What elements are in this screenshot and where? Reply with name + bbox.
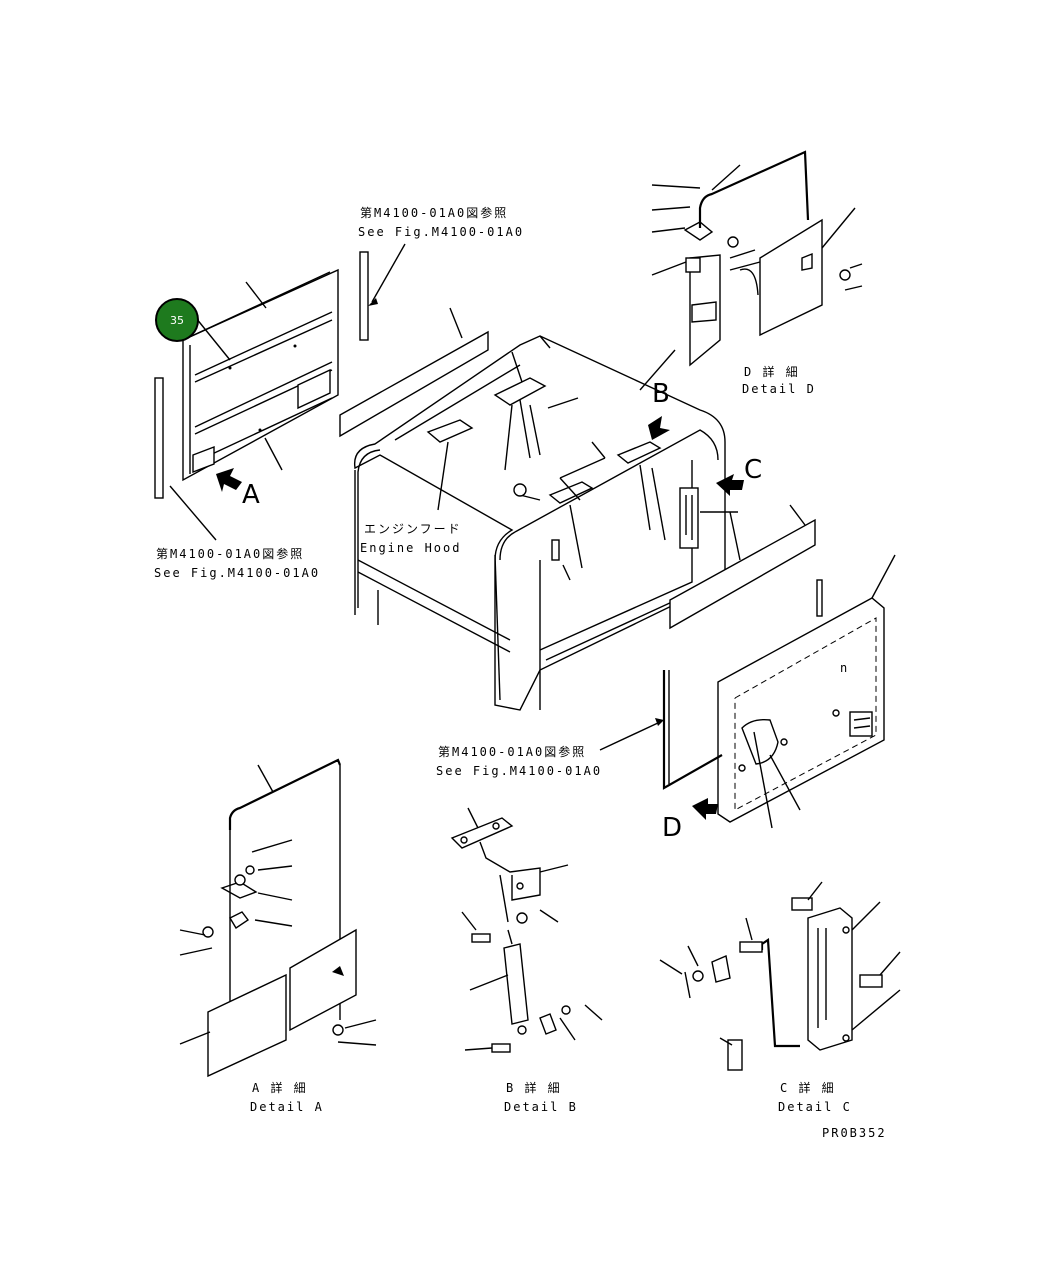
right-seal-strip (599, 579, 823, 790)
detail-d-label: D 詳 細 Detail D (742, 364, 816, 396)
left-side-panel (182, 268, 339, 482)
detail-c-drawing (659, 881, 901, 1071)
right-side-panel: n (717, 554, 896, 829)
callout-35[interactable]: 35 (155, 298, 199, 342)
ref-left-jp: 第M4100-01A0図参照 (156, 546, 304, 561)
detail-b-label: B 詳 細 Detail B (504, 1080, 578, 1114)
detail-c-label: C 詳 細 Detail C (778, 1080, 852, 1114)
detail-d-jp: D 詳 細 (744, 364, 800, 379)
ref-top-jp: 第M4100-01A0図参照 (360, 205, 508, 220)
detail-a-en: Detail A (250, 1100, 324, 1114)
view-label-a: A (242, 480, 260, 510)
hood-top-strip (339, 307, 489, 438)
reference-label-top: 第M4100-01A0図参照 See Fig.M4100-01A0 (358, 205, 524, 239)
detail-a-label: A 詳 細 Detail A (250, 1080, 324, 1114)
engine-hood-label: エンジンフード Engine Hood (360, 522, 462, 555)
ref-mid-en: See Fig.M4100-01A0 (436, 764, 602, 778)
view-arrow-c: C (716, 455, 762, 496)
view-arrow-a: A (216, 468, 260, 510)
reference-label-left: 第M4100-01A0図参照 See Fig.M4100-01A0 (154, 546, 320, 580)
top-seal-strip (359, 243, 406, 341)
view-label-c: C (744, 455, 762, 485)
ref-left-en: See Fig.M4100-01A0 (154, 566, 320, 580)
detail-b-jp: B 詳 細 (506, 1080, 562, 1095)
detail-c-jp: C 詳 細 (780, 1080, 836, 1095)
detail-c-en: Detail C (778, 1100, 852, 1114)
ref-top-en: See Fig.M4100-01A0 (358, 225, 524, 239)
detail-d-drawing (651, 150, 863, 367)
reference-label-middle: 第M4100-01A0図参照 See Fig.M4100-01A0 (436, 744, 602, 778)
detail-a-jp: A 詳 細 (252, 1080, 308, 1095)
view-arrow-d: D (662, 798, 718, 843)
latch-c (679, 487, 741, 561)
view-label-d: D (662, 813, 682, 843)
ref-mid-jp: 第M4100-01A0図参照 (438, 744, 586, 759)
view-label-b: B (652, 379, 670, 409)
detail-b-drawing (450, 807, 603, 1053)
left-seal-strip (154, 377, 217, 541)
callout-number: 35 (170, 314, 184, 327)
detail-b-en: Detail B (504, 1100, 578, 1114)
view-arrow-b: B (648, 379, 670, 440)
engine-hood-jp: エンジンフード (364, 522, 462, 536)
svg-text:n: n (840, 661, 849, 675)
gas-spring-assembly (426, 351, 666, 581)
detail-a-drawing (179, 758, 377, 1078)
hood-right-strip (669, 504, 816, 630)
detail-d-en: Detail D (742, 382, 816, 396)
drawing-code: PR0B352 (822, 1126, 887, 1140)
engine-hood-en: Engine Hood (360, 541, 461, 555)
